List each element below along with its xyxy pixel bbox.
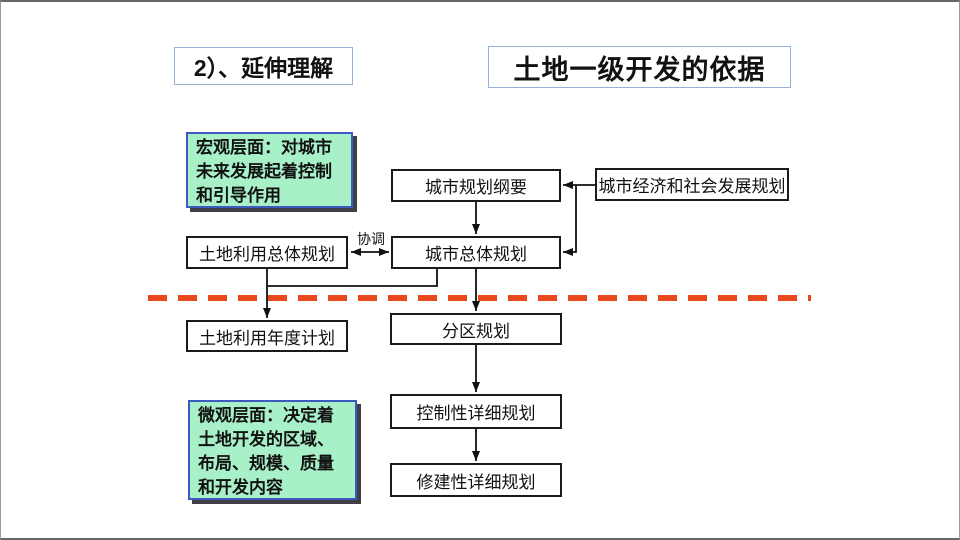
micro-level-note: 微观层面：决定着 土地开发的区域、 布局、规模、质量 和开发内容 — [188, 400, 357, 500]
flow-node-city-plan-outline: 城市规划纲要 — [391, 169, 561, 202]
flow-node-annual-land-use-plan: 土地利用年度计划 — [186, 320, 348, 352]
flow-node-district-plan: 分区规划 — [390, 313, 562, 345]
flow-node-label: 土地利用年度计划 — [199, 328, 335, 348]
flow-node-label: 城市经济和社会发展规划 — [598, 177, 786, 196]
flow-node-label: 修建性详细规划 — [416, 472, 536, 492]
red-dashed-divider — [148, 295, 811, 301]
note-line: 和引导作用 — [196, 186, 281, 205]
flow-node-label: 分区规划 — [442, 321, 510, 341]
coordination-edge-label: 协调 — [357, 231, 385, 247]
slide-subtitle-text: 2）、延伸理解 — [193, 55, 334, 81]
flow-node-regulatory-detailed-plan: 控制性详细规划 — [390, 394, 562, 429]
note-line: 布局、规模、质量 — [198, 454, 334, 473]
note-line: 微观层面：决定着 — [198, 406, 334, 425]
flow-node-label: 城市总体规划 — [425, 245, 527, 264]
macro-level-note: 宏观层面：对城市 未来发展起着控制 和引导作用 — [186, 132, 353, 208]
flow-node-land-use-master-plan: 土地利用总体规划 — [186, 236, 348, 269]
note-line: 和开发内容 — [198, 478, 283, 497]
slide-subtitle: 2）、延伸理解 — [174, 47, 353, 85]
note-line: 土地开发的区域、 — [198, 430, 334, 449]
flow-node-economic-social-plan: 城市经济和社会发展规划 — [595, 168, 789, 201]
arrow-economic-to-citymaster — [563, 185, 577, 256]
flow-node-constructive-detailed-plan: 修建性详细规划 — [390, 463, 562, 497]
flow-node-city-master-plan: 城市总体规划 — [391, 236, 561, 269]
note-line: 宏观层面：对城市 — [196, 138, 332, 157]
flow-node-label: 土地利用总体规划 — [199, 245, 335, 264]
slide-title-text: 土地一级开发的依据 — [513, 54, 766, 85]
flow-node-label: 控制性详细规划 — [416, 404, 536, 423]
slide-title: 土地一级开发的依据 — [488, 46, 791, 88]
connector-citymaster-to-annual — [267, 269, 438, 287]
flow-node-label: 城市规划纲要 — [425, 178, 527, 197]
note-line: 未来发展起着控制 — [196, 162, 332, 181]
